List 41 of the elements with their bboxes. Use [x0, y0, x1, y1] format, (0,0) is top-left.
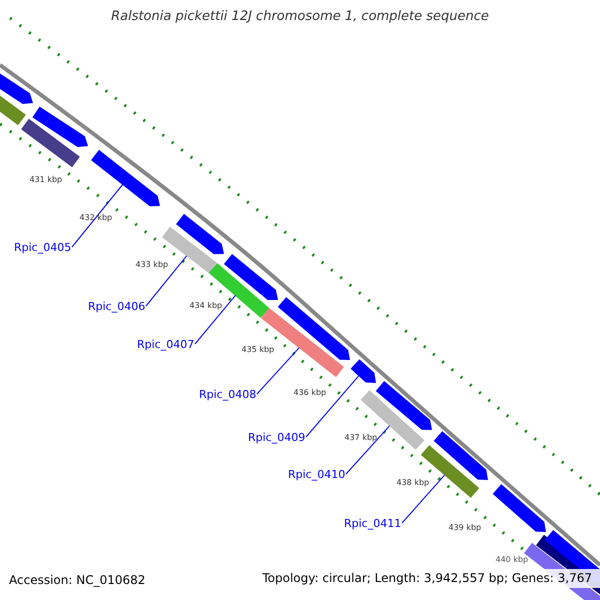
- accession-text: Accession: NC_010682: [9, 573, 146, 587]
- gene-label: Rpic_0411: [344, 516, 402, 530]
- tick-label: 432 kbp: [80, 212, 112, 222]
- gene-block: [278, 297, 350, 360]
- gene-label: Rpic_0406: [88, 300, 146, 312]
- gene-block: [376, 381, 432, 430]
- gene-bar: [360, 390, 424, 450]
- gene-block: [176, 214, 224, 254]
- leader-line: [146, 255, 188, 306]
- leader-line: [72, 184, 124, 248]
- gene-block: [32, 106, 88, 148]
- gene-label: Rpic_0405: [14, 240, 72, 254]
- map-title: Ralstonia pickettii 12J chromosome 1, complete sequence: [110, 9, 490, 24]
- gene-bar: [208, 263, 270, 318]
- leader-line: [306, 375, 360, 438]
- tick-label: 439 kbp: [448, 522, 482, 532]
- gene-bar: [261, 308, 344, 378]
- gene-bar: [0, 94, 26, 126]
- gene-label: Rpic_0409: [248, 430, 306, 444]
- gene-block: [492, 484, 546, 532]
- gene-block: [224, 254, 278, 300]
- gene-bar: [21, 118, 80, 168]
- gene-label: Rpic_0408: [199, 388, 256, 400]
- leader-line: [402, 474, 445, 524]
- tick-label: 440 kbp: [496, 554, 528, 564]
- leader-line: [256, 347, 300, 394]
- tick-label: 433 kbp: [136, 260, 168, 268]
- tick-label: 436 kbp: [294, 388, 326, 396]
- tick-label: 435 kbp: [242, 344, 274, 354]
- gene-block: [350, 359, 376, 383]
- tick-label: 438 kbp: [396, 478, 430, 486]
- gene-block: [91, 150, 160, 206]
- gene-block: [434, 431, 488, 480]
- tick-label: 431 kbp: [30, 174, 62, 184]
- gene-block: [0, 72, 33, 104]
- gene-label: Rpic_0410: [288, 468, 346, 480]
- leader-line: [194, 295, 236, 344]
- tick-label: 434 kbp: [190, 300, 222, 310]
- tick-label: 437 kbp: [344, 432, 378, 442]
- gene-label: Rpic_0407: [137, 338, 194, 350]
- leader-line: [346, 425, 390, 474]
